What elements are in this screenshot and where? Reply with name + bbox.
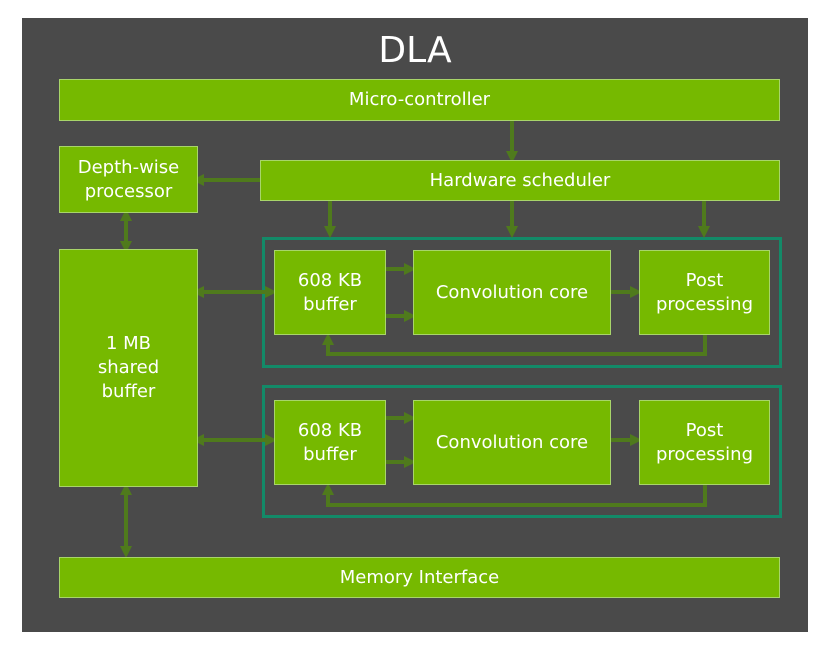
shared-buffer-block: 1 MB shared buffer (59, 249, 198, 487)
conv-pipeline-group-1 (262, 237, 782, 368)
buffer-block-2: 608 KB buffer (274, 400, 386, 485)
diagram-title: DLA (378, 30, 452, 71)
conv-pipeline-group-2 (262, 385, 782, 518)
micro-controller-block: Micro-controller (59, 79, 780, 121)
depthwise-processor-block: Depth-wise processor (59, 146, 198, 213)
post-processing-block-2: Post processing (639, 400, 770, 485)
convolution-core-block-2: Convolution core (413, 400, 611, 485)
hardware-scheduler-block: Hardware scheduler (260, 160, 780, 201)
memory-interface-block: Memory Interface (59, 557, 780, 598)
buffer-block-1: 608 KB buffer (274, 250, 386, 335)
convolution-core-block-1: Convolution core (413, 250, 611, 335)
post-processing-block-1: Post processing (639, 250, 770, 335)
dla-diagram: DLA Micro-controller (22, 18, 808, 632)
